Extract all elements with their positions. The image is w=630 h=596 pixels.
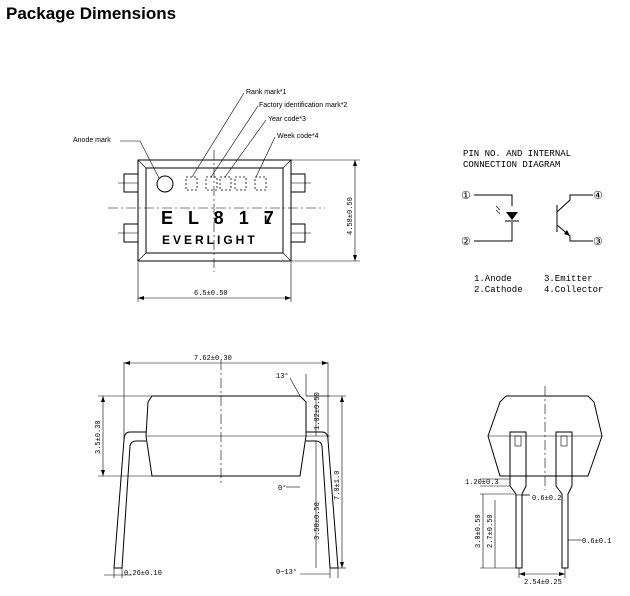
page-title: Package Dimensions (6, 4, 177, 23)
week-code-label: Week code*4 (277, 133, 319, 140)
legend-collector: 4.Collector (544, 285, 603, 295)
legend-emitter: 3.Emitter (544, 274, 593, 284)
pin-diagram-title-1: PIN NO. AND INTERNAL (463, 149, 571, 159)
side-view-angle-bottom-text: 0° (278, 484, 286, 493)
pin-diagram-title-2: CONNECTION DIAGRAM (463, 160, 560, 170)
end-view-shoulder-text: 1.20±0.3 (465, 479, 499, 487)
side-view-total-height-dim (306, 395, 346, 569)
end-view-lead-len-text: 3.0±0.50 (475, 514, 483, 548)
top-view-height-text: 4.58±0.50 (347, 197, 355, 235)
end-view-lead-thick-text: 0.6±0.2 (532, 495, 561, 503)
top-view-body-inner (145, 167, 284, 254)
anode-mark-label: Anode mark (73, 137, 111, 144)
side-view-body-height-text: 3.5±0.30 (95, 420, 103, 454)
end-view-tip-text: 0.6±0.1 (582, 538, 611, 546)
top-view-leaders (120, 92, 276, 179)
marking-line2: EVERLIGHT (162, 233, 258, 247)
legend-cathode: 2.Cathode (474, 285, 523, 295)
side-view-angle-top (289, 374, 307, 397)
end-view-shoulder-dim (480, 478, 510, 487)
factory-mark-label: Factory identification mark*2 (259, 102, 347, 109)
legend-anode: 1.Anode (474, 274, 512, 284)
end-view-right-lead (555, 431, 573, 569)
pin-4-number: ④ (593, 190, 603, 202)
marking-line1: E L 8 1 7 (161, 208, 279, 228)
pin-1-number: ① (461, 190, 471, 202)
side-view-right-lead (306, 431, 339, 569)
pin-diagram: PIN NO. AND INTERNAL CONNECTION DIAGRAM … (461, 149, 603, 295)
end-view-pitch-text: 2.54±0.25 (524, 579, 562, 587)
led-circuit (474, 194, 519, 242)
pin-3-number: ③ (593, 236, 603, 248)
side-view-lead-width-text: 0.26±0.10 (124, 570, 162, 578)
end-view-left-lead (509, 431, 527, 569)
side-view-left-lead (113, 431, 146, 569)
side-view-angle-range (300, 568, 339, 578)
marking-suffix: L (264, 213, 271, 227)
top-view-width-dim (137, 262, 292, 302)
top-view-height-dim (291, 159, 360, 262)
side-view: 7.62±0.30 3.5±0.30 13° 1.02±0.50 3.58±0.… (95, 355, 346, 578)
top-view: E L 8 1 7 L EVERLIGHT Rank mark*1 Factor… (73, 89, 360, 302)
end-view: 1.20±0.3 0.6±0.2 3.0±0.50 2.7±0.50 0.6±0… (465, 386, 611, 587)
side-view-top-dim-text: 7.62±0.30 (194, 355, 232, 363)
side-view-standoff-text: 1.02±0.50 (314, 392, 322, 430)
side-view-total-height-text: 7.0±1.0 (334, 471, 342, 500)
end-view-pitch-dim (518, 568, 566, 578)
side-view-angle-top-text: 13° (276, 372, 289, 381)
side-view-body-height-dim (98, 395, 152, 477)
pin-2-number: ② (461, 236, 471, 248)
code-boxes (185, 176, 267, 191)
anode-mark-circle (156, 175, 174, 193)
end-view-lead-len2-text: 2.7±0.50 (487, 514, 495, 548)
year-code-label: Year code*3 (268, 116, 306, 123)
end-view-lead-len-dim (480, 493, 516, 569)
side-view-lead-length-text: 3.58±0.50 (314, 502, 322, 540)
top-view-body (137, 159, 292, 262)
top-view-width-text: 6.5±0.50 (194, 290, 228, 298)
transistor-circuit (556, 194, 593, 242)
side-view-top-dim (123, 361, 329, 440)
rank-mark-label: Rank mark*1 (246, 89, 287, 96)
side-view-lead-width-dim (104, 568, 132, 578)
side-view-angle-range-text: 0~13° (276, 568, 297, 577)
